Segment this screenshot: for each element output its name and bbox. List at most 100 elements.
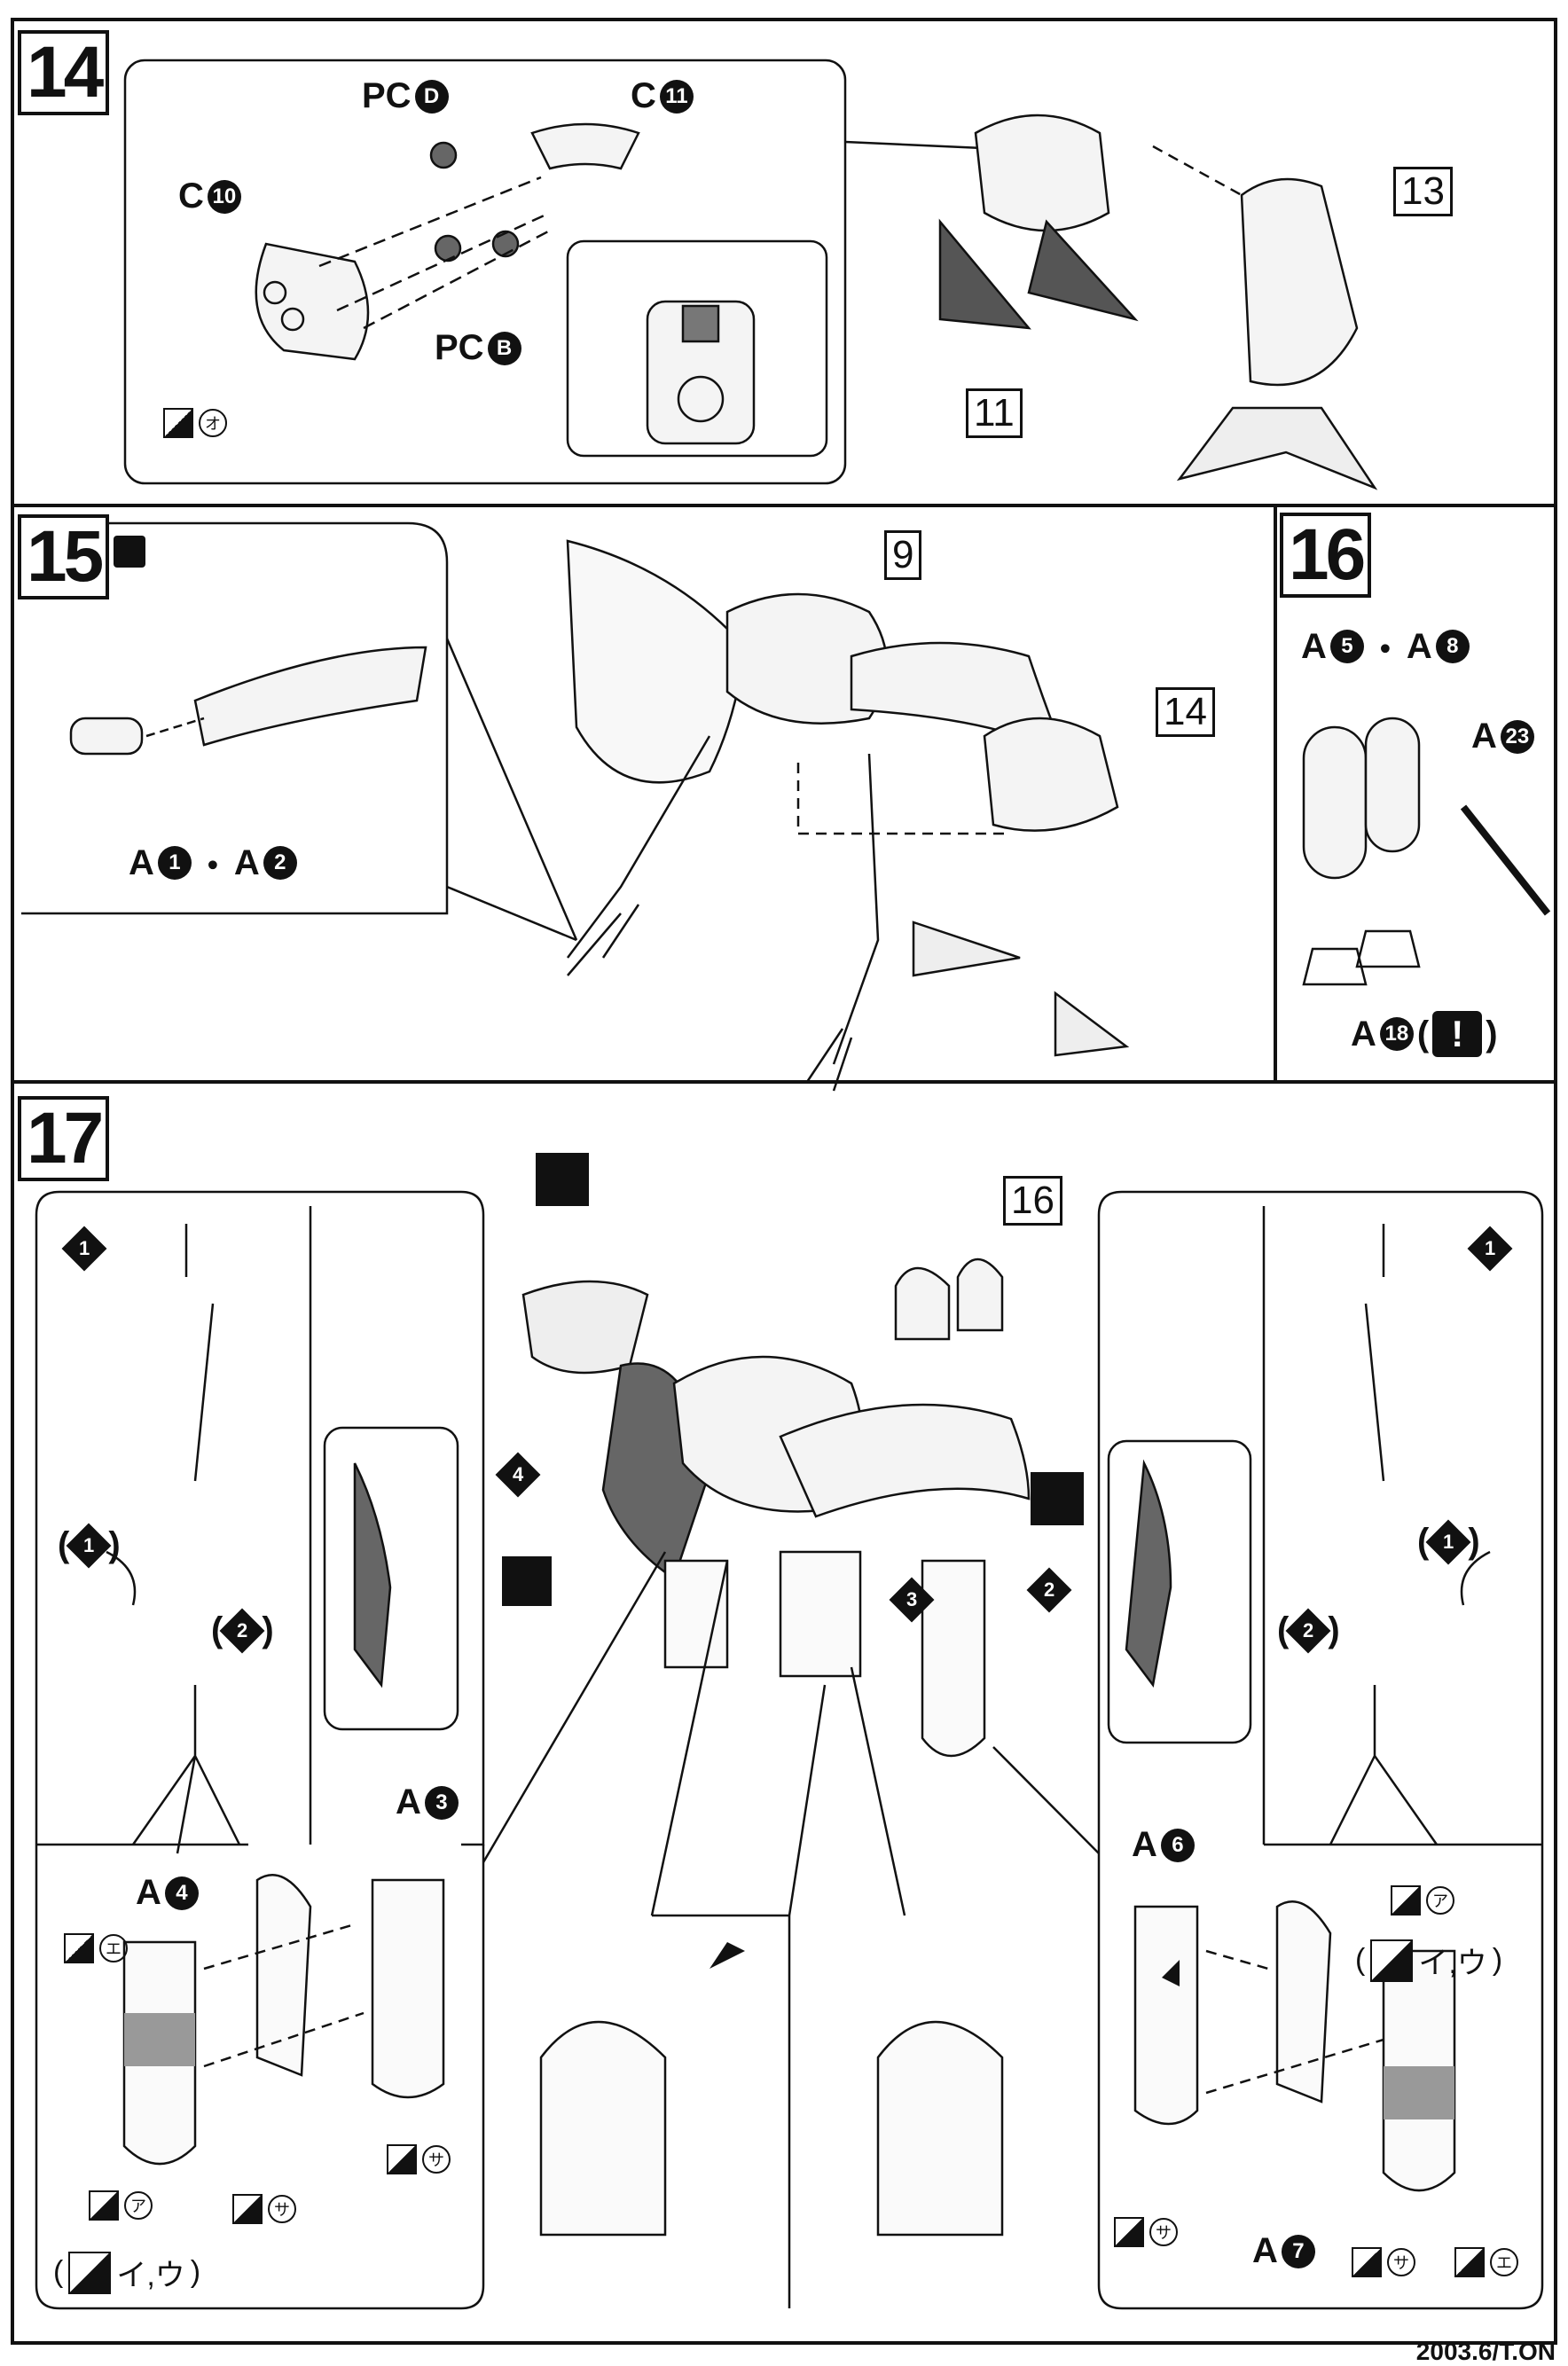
substep-4: 4 [495,1452,541,1498]
paint-mix-marker: (イ,ウ) [1355,1939,1502,1982]
paint-marker: ア [1391,1885,1454,1916]
substep-number: 4 [512,1463,524,1485]
paint-marker: サ [387,2144,451,2174]
paren: ) [1486,1014,1498,1054]
step-reference-11: 11 [966,388,1023,438]
step15-callout [21,521,449,915]
step-17-number: 17 [18,1096,110,1181]
page-frame [11,18,1557,2345]
paint-marker: サ [1352,2247,1415,2277]
left-option-2: (2) [211,1608,274,1653]
part-number: 6 [1160,1828,1195,1862]
part-number: 11 [659,79,694,114]
part-prefix: A [1406,626,1432,666]
rotate-icon [536,1153,589,1206]
paint-marker: エ [64,1933,128,1963]
part-number: 8 [1435,630,1470,663]
part-number: 3 [424,1785,459,1820]
step-15-number: 15 [18,514,110,599]
substep-number: 2 [237,1618,248,1641]
part-prefix: A [1471,717,1497,756]
part-prefix: A [136,1873,161,1912]
part-number: B [487,331,521,365]
paint-icon [163,408,193,438]
part-number: 5 [1329,630,1364,663]
part-prefix: A [1301,626,1327,666]
part-prefix: A [1132,1825,1157,1864]
paint-marker: サ [1114,2217,1178,2247]
part-prefix: A [1351,1014,1376,1054]
part-number: 2 [263,846,297,880]
part-number: D [414,79,449,114]
substep-number: 1 [78,1237,90,1259]
part-number: 18 [1379,1017,1414,1051]
part-number: 10 [207,179,241,214]
right-option-2: (2) [1277,1608,1340,1653]
part-number: 4 [164,1876,199,1910]
paint-marker: サ [232,2194,296,2224]
left-option-1: (1) [58,1523,121,1568]
substep-2: 2 [1026,1567,1072,1613]
paint-code: ア [1426,1886,1454,1915]
rotate-icon [502,1556,552,1606]
rotate-icon [1031,1472,1084,1525]
paint-code: サ [1387,2248,1415,2276]
substep-number: 2 [1303,1618,1314,1641]
paint-codes: イ,ウ [116,2259,185,2292]
substep-number: 1 [1443,1530,1454,1553]
part-prefix: A [233,842,260,882]
substep-3: 3 [889,1577,935,1623]
paint-code: ア [124,2191,153,2220]
substep-number: 1 [83,1533,95,1556]
part-number: 1 [157,846,192,880]
left-substep-1: 1 [61,1226,107,1272]
part-prefix: A [396,1782,421,1822]
paint-marker: オ [163,408,227,438]
paint-mix-marker: (イ,ウ) [53,2251,200,2294]
paint-code: サ [1149,2218,1178,2246]
step-reference-9: 9 [884,530,922,580]
step-14-number: 14 [18,30,110,115]
caution-icon: ! [1432,1011,1483,1057]
part-prefix: A [1252,2231,1278,2270]
symmetric-pair-icon [114,536,145,568]
part-prefix: PC [435,328,484,367]
paint-codes: イ,ウ [1418,1947,1487,1980]
paint-marker: ア [89,2190,153,2221]
part-prefix: PC [362,76,412,115]
step-reference-16: 16 [1003,1176,1062,1226]
separator: ・ [194,847,231,886]
step17-right-callout [1097,1190,1544,2310]
part-prefix: C [631,76,656,115]
paint-code: サ [422,2145,451,2174]
paint-marker: エ [1454,2247,1518,2277]
substep-number: 1 [1484,1237,1496,1259]
paint-code: エ [1490,2248,1518,2276]
substep-number: 2 [1043,1579,1055,1601]
paint-code: エ [99,1934,128,1963]
step-reference-13: 13 [1393,167,1453,216]
right-substep-1: 1 [1467,1226,1513,1272]
step17-left-callout [35,1190,485,1846]
paren: ( [1416,1014,1430,1054]
part-number: 23 [1500,719,1534,754]
right-option-1: (1) [1417,1519,1480,1564]
part-prefix: C [178,176,204,215]
step-16-number: 16 [1280,513,1372,598]
part-prefix: A [129,842,154,882]
paint-code: オ [199,409,227,437]
step-reference-14: 14 [1156,687,1215,737]
